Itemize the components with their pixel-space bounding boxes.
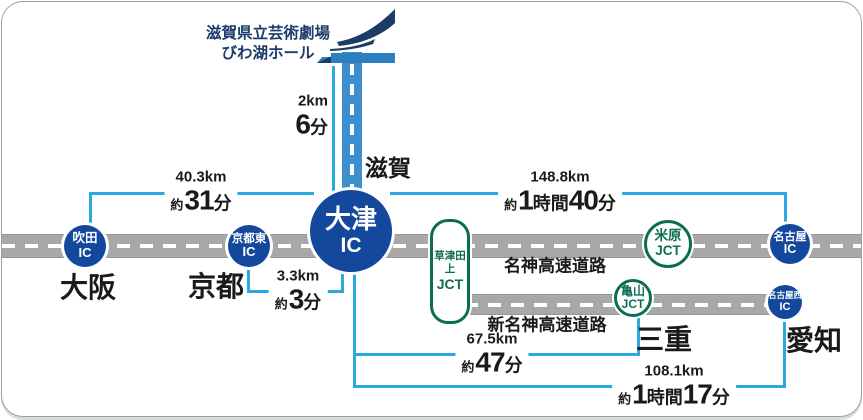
route-line-nagoya-drop xyxy=(784,192,787,226)
road-center-dash xyxy=(350,64,354,228)
time-value: 約 1 時間 17 分 xyxy=(618,378,730,410)
time-value: 約 1 時間 40 分 xyxy=(504,184,616,216)
prefecture-label-shiga: 滋賀 xyxy=(365,155,411,181)
route-line-otsu-main-drop xyxy=(353,266,356,388)
distance-value: 2km xyxy=(297,92,328,110)
kyoto-higashi-ic-node: 京都東 IC xyxy=(228,225,270,267)
time-value: 約 3 分 xyxy=(274,283,322,315)
route-label-kyoto-otsu: 3.3km 約 3 分 xyxy=(268,267,328,315)
prefecture-label-mie: 三重 xyxy=(635,324,693,355)
hall-name-label: 滋賀県立芸術劇場 びわ湖ホール xyxy=(206,24,330,64)
route-line-otsu-left-drop xyxy=(341,268,344,293)
meishin-expressway-label: 名神高速道路 xyxy=(504,256,606,276)
distance-value: 67.5km xyxy=(466,330,518,348)
kameyama-jct-node: 亀山 JCT xyxy=(614,279,652,317)
hall-name-line1: 滋賀県立芸術劇場 xyxy=(205,25,331,42)
route-line-kameyama-drop xyxy=(637,314,640,356)
route-label-otsu-nagoya: 148.8km 約 1 時間 40 分 xyxy=(498,168,622,216)
time-value: 約 47 分 xyxy=(461,346,523,378)
prefecture-label-osaka: 大阪 xyxy=(59,272,117,303)
suita-ic-node: 吹田 IC xyxy=(64,225,106,267)
route-label-hall: 2km 6 分 xyxy=(288,94,334,139)
prefecture-label-aichi: 愛知 xyxy=(785,325,843,356)
biwako-hall-icon xyxy=(317,9,395,63)
shin-meishin-expressway-label: 新名神高速道路 xyxy=(487,315,607,335)
route-line-otsu-nagoyanishi xyxy=(353,385,786,388)
route-line-nagoyanishi-drop xyxy=(783,316,786,388)
distance-value: 3.3km xyxy=(276,267,320,285)
route-label-otsu-kameyama: 67.5km 約 47 分 xyxy=(455,330,529,378)
otsu-ic-node: 大津 IC xyxy=(310,190,392,272)
hall-access-road xyxy=(342,52,362,232)
route-line-kyotohigashi-drop xyxy=(247,264,250,293)
route-label-suita-otsu: 40.3km 約 31 分 xyxy=(164,168,238,216)
route-label-otsu-nagoyanishi: 108.1km 約 1 時間 17 分 xyxy=(612,362,736,410)
time-value: 約 31 分 xyxy=(170,184,232,216)
kusatsu-tanakami-jct-node: 草津田上 JCT xyxy=(430,219,470,324)
maibara-jct-node: 米原 JCT xyxy=(644,220,692,268)
hall-name-line2: びわ湖ホール xyxy=(221,45,315,62)
distance-value: 108.1km xyxy=(644,362,704,380)
prefecture-label-kyoto: 京都 xyxy=(187,271,245,302)
route-line-suita-drop xyxy=(89,192,92,226)
distance-value: 148.8km xyxy=(530,168,590,186)
nagoya-ic-node: 名古屋 IC xyxy=(770,224,810,264)
time-value: 6 分 xyxy=(295,108,328,140)
distance-value: 40.3km xyxy=(175,168,227,186)
route-line-hall xyxy=(332,66,335,192)
nagoya-nishi-ic-node: 名古屋西 IC xyxy=(768,285,802,319)
